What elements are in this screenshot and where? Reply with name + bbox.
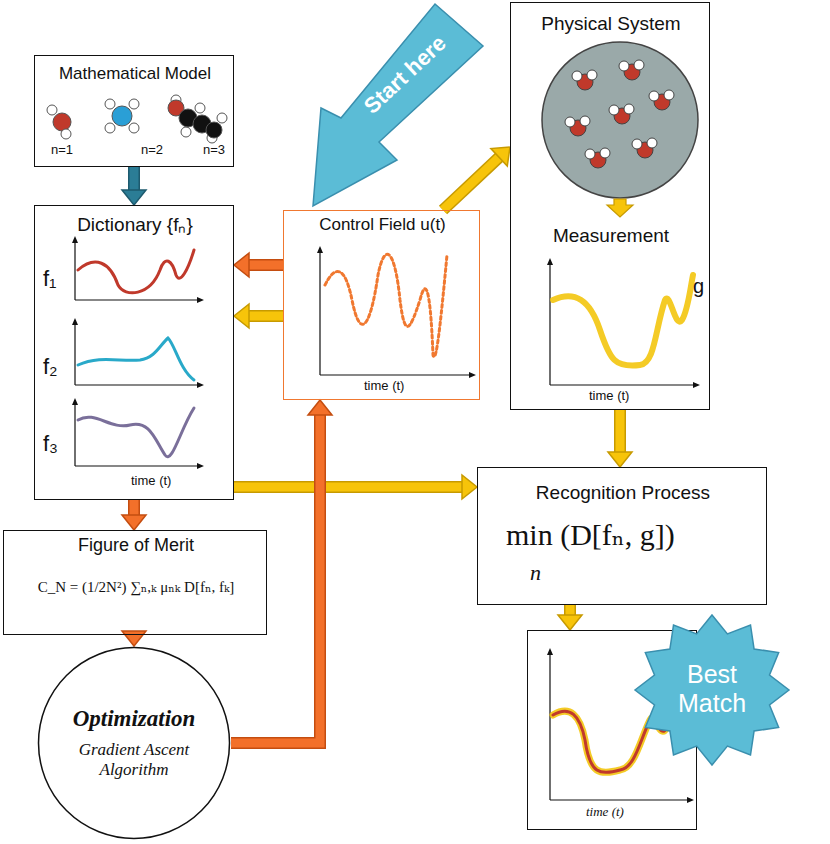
dictionary-box: Dictionary {fₙ} f₁ f₂ f₃ time (t) [34,205,234,500]
arrow-head [608,452,632,467]
start-here-arrow: Start here [295,0,485,210]
arrow-head [234,253,249,277]
node-text: g [693,275,704,298]
arrow-outline [234,481,462,493]
arrow-shaft [249,261,283,270]
arrow-shaft [249,312,283,321]
node-text: n=2 [141,143,163,158]
node-title: Physical System [511,13,711,35]
arrow-shaft [130,500,139,515]
flow-arrow [608,410,632,467]
figure-of-merit-box: Figure of MeritC_N = (1/2N²) ∑ₙ,ₖ μₙₖ D[… [3,530,267,635]
node-text: f₂ [43,354,58,379]
node-text: n [530,560,541,585]
flow-arrow [122,631,146,646]
molecule-icons [47,95,227,143]
banner-arrow-outline [313,4,483,206]
node-title: time (t) [586,805,624,820]
arrow-shaft [234,483,462,492]
node-text: Measurement [511,225,711,247]
circle-outline [39,648,230,839]
arrow-outline [249,310,283,322]
arrow-head [462,475,477,499]
model-box: Mathematical Model n=1 n=2 n=3 [34,55,234,167]
arrow-shaft [443,157,499,210]
arrow-outline [128,500,140,515]
node-title: Figure of Merit [4,535,268,556]
arrow-outline [249,259,283,271]
node-title: Dictionary {fₙ} [35,214,235,236]
node-title: Optimization [37,706,231,732]
physical-system-box: Physical SystemMeasurement g time (t) [510,2,710,410]
arrow-outline [443,157,499,210]
best-match-star: Best Match [634,614,790,766]
node-title: Control Field u(t) [284,215,481,235]
flow-arrow [558,605,582,630]
node-text: n=1 [51,143,73,158]
arrow-shaft [566,605,575,615]
arrow-head [491,147,510,166]
node-text: min (D[fₙ, g]) [506,518,675,553]
arrow-shaft [130,167,139,190]
node-text: n=3 [203,143,225,158]
arrow-head [234,304,249,328]
node-title: Recognition Process [478,482,768,504]
node-text: Gradient Ascent Algorithm [64,740,204,779]
inner-arrow [607,199,633,217]
flow-arrow [234,475,477,499]
flow-arrow [234,253,283,277]
arrow-head [122,631,146,646]
flow-arrow [443,147,510,210]
node-title: Best Match [662,660,762,718]
star-outline [635,615,789,765]
flow-arrow [122,167,146,205]
arrow-outline [564,605,576,615]
arrow-outline [614,410,626,452]
arrow-head [122,515,146,530]
node-text: C_N = (1/2N²) ∑ₙ,ₖ μₙₖ D[fₙ, fₖ] [4,579,268,596]
node-text: time (t) [364,379,404,394]
node-text: f₁ [43,266,57,291]
node-text: f₃ [43,431,58,456]
flow-arrow [234,304,283,328]
arrow-head [122,190,146,205]
flow-arrow [122,500,146,530]
molecule-container [542,42,698,198]
arrow-outline [128,167,140,190]
arrow-head [558,615,582,630]
arrow-shaft [616,410,625,452]
optimization-circle: OptimizationGradient Ascent Algorithm [37,646,231,840]
arrow-head [308,400,332,415]
node-text: time (t) [131,474,171,489]
arrow-shaft [231,415,320,743]
control-field-box: Control Field u(t) time (t) [283,210,480,400]
arrow-outline [231,415,320,743]
node-title: Mathematical Model [35,64,235,84]
flow-arrow [231,400,332,743]
node-text: time (t) [589,389,629,404]
recognition-box: Recognition Process min (D[fₙ, g]) n [477,467,767,605]
